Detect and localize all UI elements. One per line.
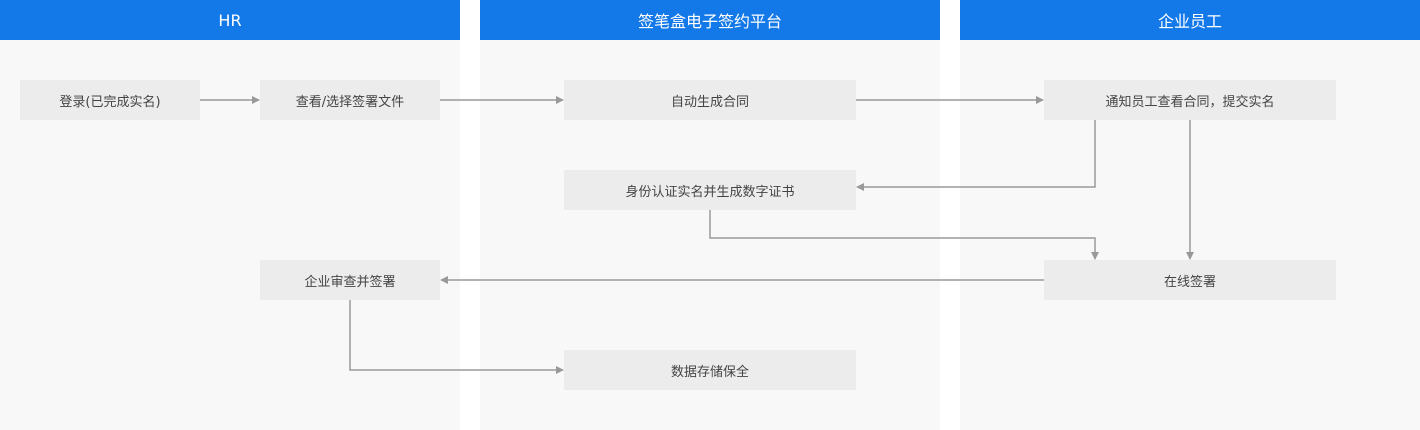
lane-header-platform: 签笔盒电子签约平台 <box>480 0 940 40</box>
node-auto-contract: 自动生成合同 <box>564 80 856 120</box>
node-data-storage: 数据存储保全 <box>564 350 856 390</box>
node-online-sign: 在线签署 <box>1044 260 1336 300</box>
node-company-review: 企业审查并签署 <box>260 260 440 300</box>
lane-employee: 企业员工 <box>960 0 1420 430</box>
lane-hr: HR <box>0 0 460 430</box>
node-view-select: 查看/选择签署文件 <box>260 80 440 120</box>
lane-header-hr: HR <box>0 0 460 40</box>
node-identity-verify: 身份认证实名并生成数字证书 <box>564 170 856 210</box>
node-notify-staff: 通知员工查看合同，提交实名 <box>1044 80 1336 120</box>
node-login: 登录(已完成实名) <box>20 80 200 120</box>
lane-header-employee: 企业员工 <box>960 0 1420 40</box>
